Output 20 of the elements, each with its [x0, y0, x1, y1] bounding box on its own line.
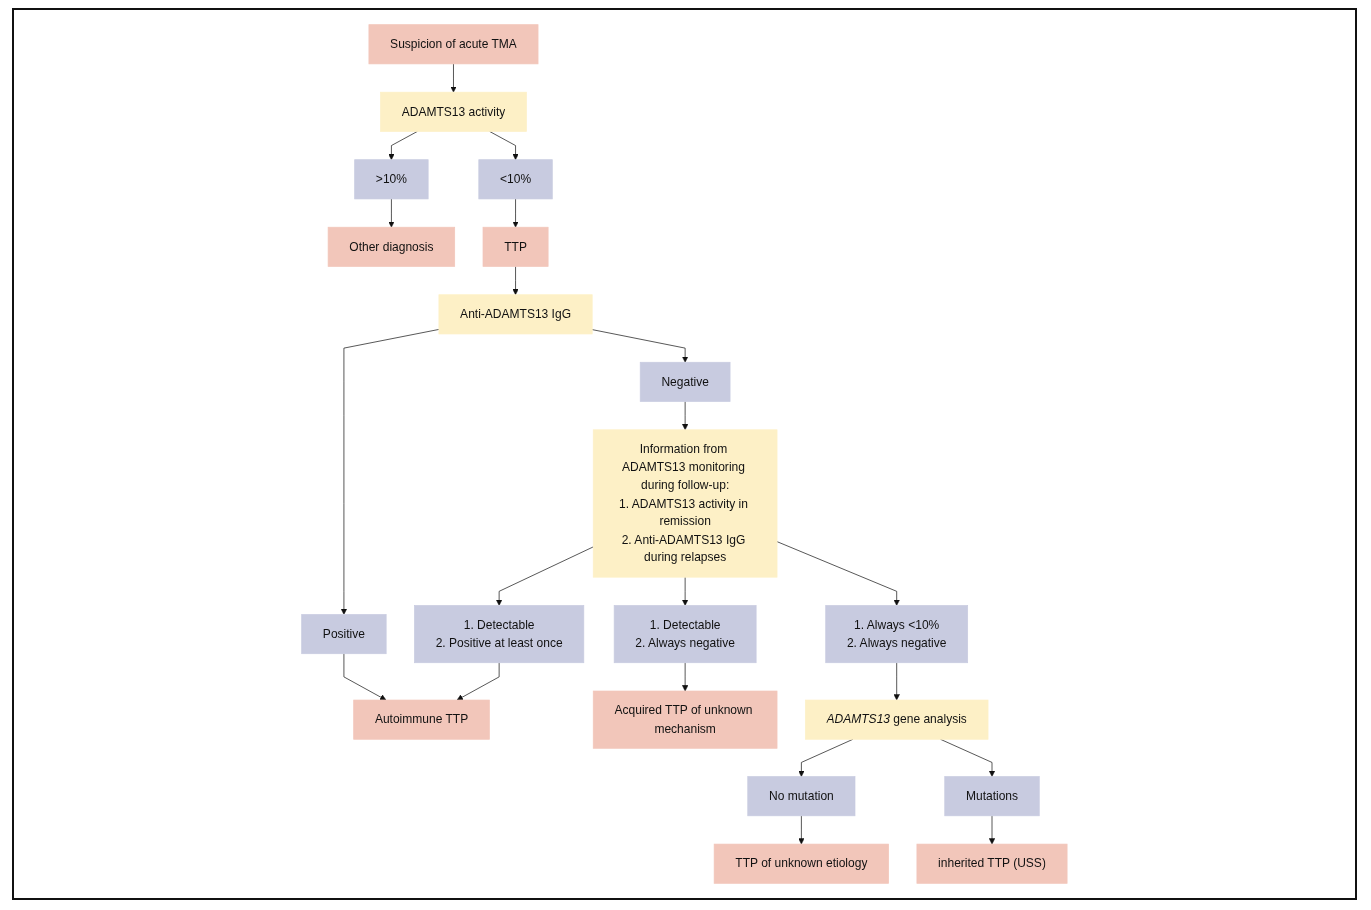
node-box: Suspicion of acute TMA: [368, 24, 539, 65]
node-box: >10%: [354, 159, 429, 200]
node-box: Negative: [639, 361, 731, 402]
node-box: ADAMTS13 activity: [380, 91, 527, 132]
node-box: Autoimmune TTP: [353, 699, 490, 740]
node-box: 1. Detectable 2. Always negative: [613, 605, 757, 664]
node-box: TTP: [482, 226, 549, 267]
node-box: 1. Always <10% 2. Always negative: [825, 605, 969, 664]
node-box: No mutation: [747, 776, 856, 817]
node-box: TTP of unknown etiology: [713, 843, 890, 884]
node-box: <10%: [478, 159, 553, 200]
node-box: Acquired TTP of unknown mechanism: [593, 690, 778, 749]
node-box: 1. Detectable 2. Positive at least once: [414, 605, 585, 664]
node-box: Anti-ADAMTS13 IgG: [438, 294, 593, 335]
node-box: Other diagnosis: [327, 226, 456, 267]
node-box: ADAMTS13 gene analysis: [805, 699, 989, 740]
node-box: Mutations: [944, 776, 1040, 817]
node-box: Information from ADAMTS13 monitoring during follow-up: 1. ADAMTS13 activity in remission 2. Anti-ADAMTS13 IgG during relapses: [593, 429, 778, 578]
node-box: Positive: [301, 614, 387, 655]
node-box: inherited TTP (USS): [916, 843, 1068, 884]
